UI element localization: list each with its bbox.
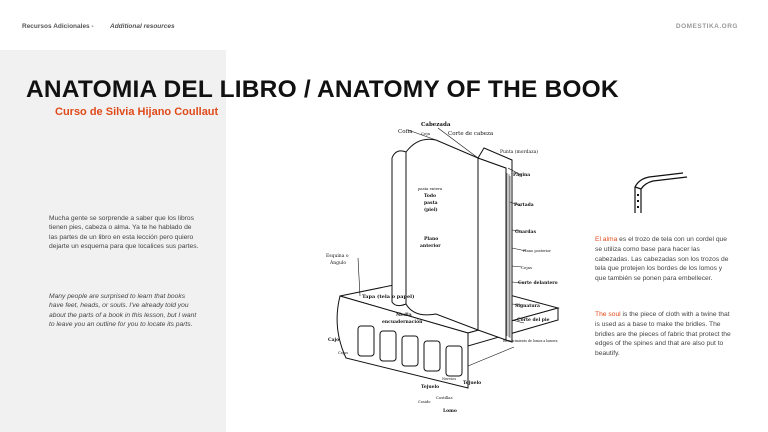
label-plano-2: anterior (420, 243, 441, 249)
label-pagina: Página (513, 171, 530, 178)
label-recubrimiento: Recubrimiento de lomos a lomera (503, 339, 558, 343)
brand-logo-text[interactable]: DOMESTIKA.ORG (675, 23, 738, 30)
soul-paragraph: The soul is the piece of cloth with a tw… (595, 310, 735, 359)
label-pasta-entera-2: Todo (424, 193, 436, 199)
label-tejuelo-2: Tejuelo (463, 380, 481, 386)
alma-term: El alma (595, 236, 618, 243)
label-nervios: Nervios (442, 377, 456, 381)
page-subtitle: Curso de Silvia Hijano Coullaut (55, 106, 219, 118)
label-cofia: Cofia (398, 129, 413, 135)
label-signatura: Signatura (515, 303, 540, 309)
label-pasta-entera-4: (piel) (424, 206, 438, 213)
label-tejuelo-1: Tejuelo (421, 384, 439, 390)
header-section-es: Recursos Adicionales - (22, 23, 94, 30)
book-anatomy-diagram: Cofia Cabezada Ceja Corte de cabeza Punt… (326, 122, 560, 414)
label-media-1: Media (396, 312, 412, 318)
label-esquina-2: Ángulo (329, 259, 346, 266)
label-cabezada: Cabezada (421, 122, 451, 128)
header-section-en: Additional resources (110, 23, 175, 30)
soul-text: is the piece of cloth with a twine that … (595, 311, 731, 358)
alma-text: es el trozo de tela con un cordel que se… (595, 236, 729, 283)
label-guardas: Guardas (515, 229, 536, 235)
soul-term: The soul (595, 311, 621, 318)
label-cejas: Cejas (521, 265, 532, 270)
label-plano-1: Plano (424, 236, 438, 242)
standing-book-pages (477, 157, 507, 341)
label-ceja: Ceja (421, 131, 431, 136)
label-corte-delantero: Corte delantero (518, 280, 558, 286)
label-portada: Portada (514, 202, 534, 208)
label-pasta-entera-3: pasta (424, 200, 438, 206)
label-media-2: encuadernación (382, 318, 423, 325)
left-panel (0, 50, 226, 432)
page-title: ANATOMIA DEL LIBRO / ANATOMY OF THE BOOK (26, 76, 619, 103)
standing-book-front-cover (405, 138, 479, 331)
label-punta: Punta (mordaza) (500, 148, 538, 155)
standing-book-spine (391, 150, 407, 307)
label-plano-posterior: Plano posterior (523, 249, 551, 253)
label-cejos: Cejos (338, 351, 348, 355)
label-costillas: Costillas (436, 395, 453, 400)
label-tapa: Tapa (tela o papel) (362, 293, 414, 300)
label-cosido: Cosido (418, 400, 430, 404)
label-pasta-entera-1: pasta entera (418, 186, 443, 191)
label-cajo: Cajo (328, 337, 339, 343)
label-esquina-1: Esquina o (326, 253, 349, 259)
headband-thumbnail-illustration (634, 172, 688, 213)
alma-paragraph: El alma es el trozo de tela con un corde… (595, 235, 735, 284)
intro-text-en: Many people are surprised to learn that … (49, 292, 197, 328)
label-corte-pie: Corte del pie (517, 317, 550, 323)
intro-text-es: Mucha gente se sorprende a saber que los… (49, 214, 199, 250)
label-lomo: Lomo (443, 408, 457, 414)
label-corte-cabeza: Corte de cabeza (448, 131, 494, 137)
